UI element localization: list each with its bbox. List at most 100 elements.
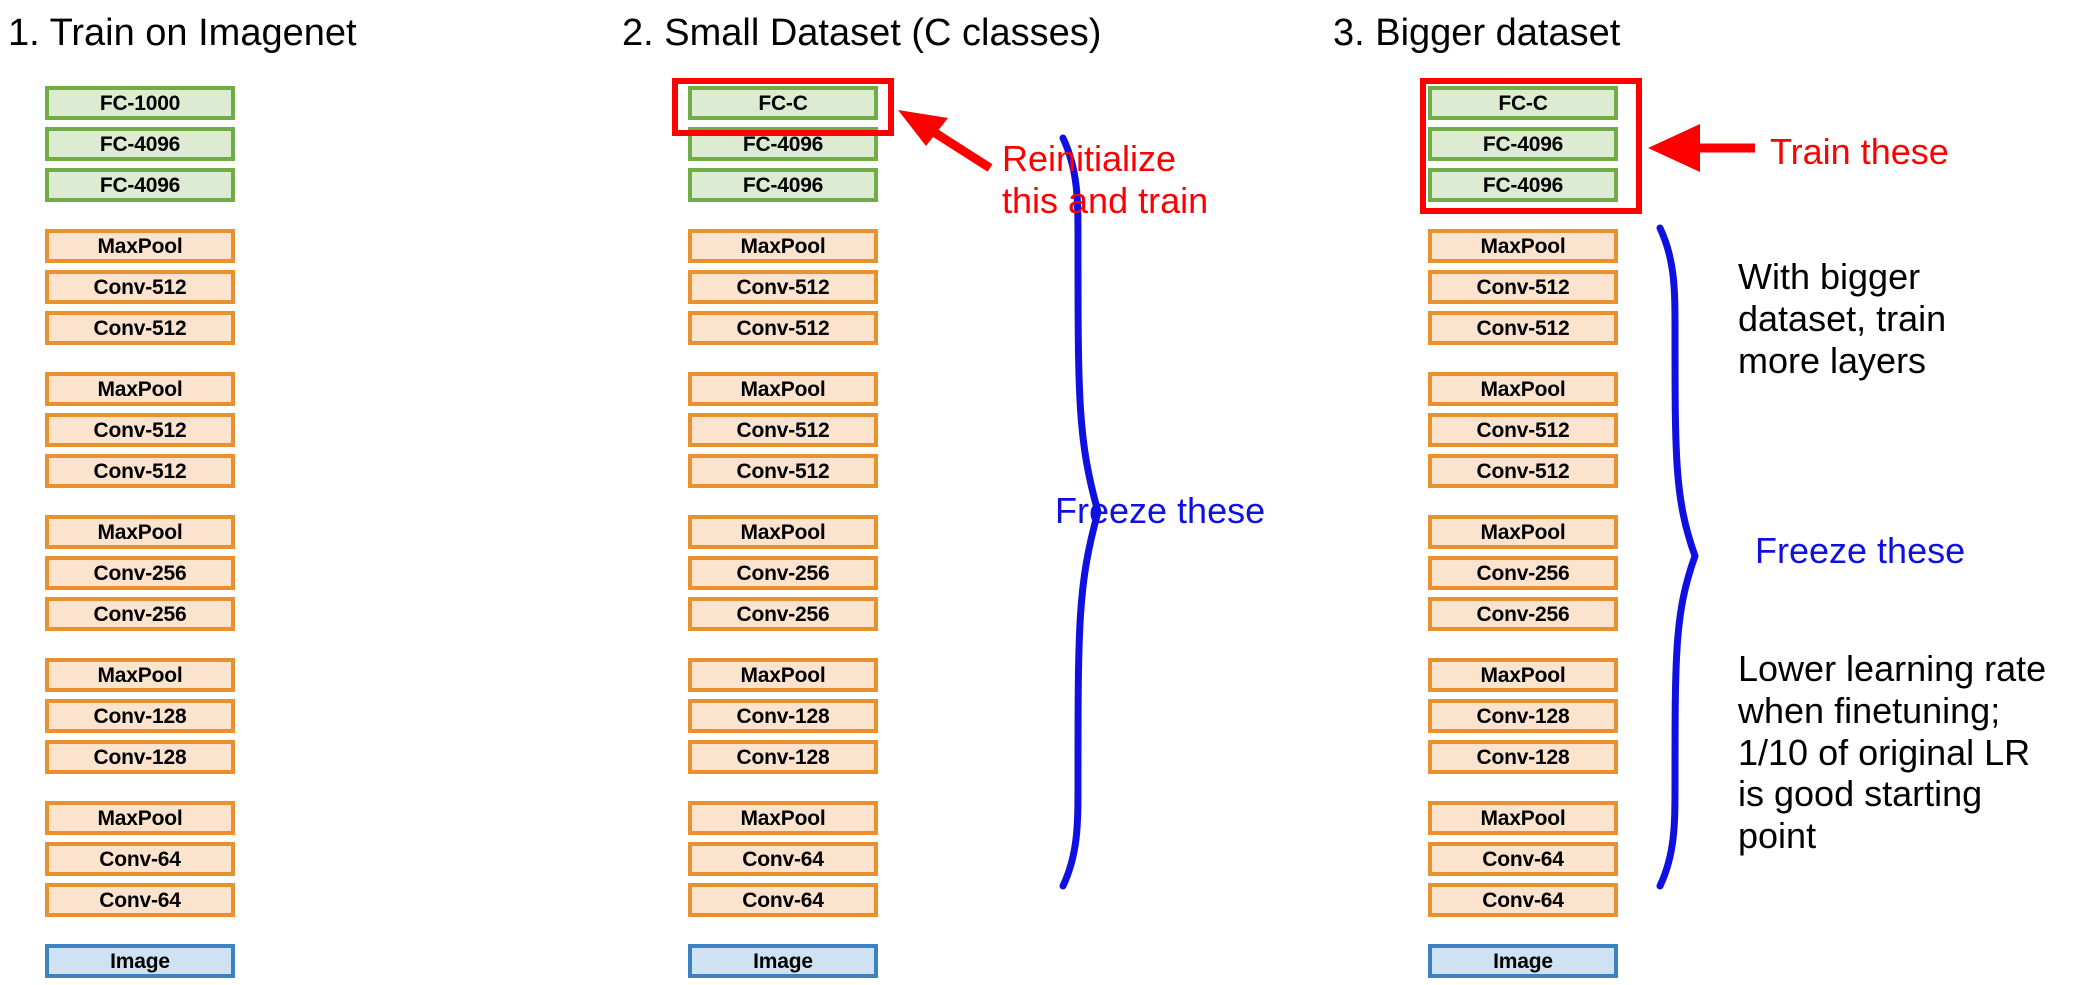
layer-label: FC-4096 — [1482, 173, 1564, 197]
layer-box-fc-4096: FC-4096 — [45, 168, 235, 202]
layer-box-maxpool: MaxPool — [45, 658, 235, 692]
layer-box-maxpool: MaxPool — [45, 801, 235, 835]
layer-label: Conv-512 — [93, 418, 187, 442]
layer-box-conv-64: Conv-64 — [1428, 883, 1618, 917]
layer-label: MaxPool — [740, 234, 826, 258]
layer-label: Conv-512 — [736, 459, 830, 483]
layer-box-conv-64: Conv-64 — [688, 883, 878, 917]
layer-box-fc-4096: FC-4096 — [45, 127, 235, 161]
red-highlight-box-column-2 — [672, 78, 894, 136]
layer-label: MaxPool — [740, 806, 826, 830]
layer-box-conv-128: Conv-128 — [45, 740, 235, 774]
annotation-freeze-these-column-2: Freeze these — [1055, 490, 1266, 531]
layer-box-maxpool: MaxPool — [1428, 801, 1618, 835]
layer-label: MaxPool — [1480, 663, 1566, 687]
column-2-title: 2. Small Dataset (C classes) — [622, 12, 1102, 54]
annotation-lower-learning-rate: Lower learning rate when finetuning; 1/1… — [1738, 648, 2047, 856]
layer-label: FC-4096 — [99, 132, 181, 156]
layer-label: MaxPool — [97, 377, 183, 401]
layer-box-maxpool: MaxPool — [1428, 372, 1618, 406]
layer-box-maxpool: MaxPool — [688, 801, 878, 835]
layer-box-image: Image — [45, 944, 235, 978]
layer-box-fc-c: FC-C — [1428, 86, 1618, 120]
slide-canvas: 1. Train on Imagenet 2. Small Dataset (C… — [8, 12, 2047, 978]
layer-label: Conv-128 — [736, 745, 830, 769]
layer-label: FC-4096 — [1482, 132, 1564, 156]
layer-label: FC-1000 — [99, 91, 181, 115]
layer-box-conv-512: Conv-512 — [45, 270, 235, 304]
layer-box-conv-512: Conv-512 — [45, 454, 235, 488]
layer-box-maxpool: MaxPool — [688, 229, 878, 263]
layer-label: MaxPool — [97, 806, 183, 830]
layer-box-conv-256: Conv-256 — [688, 556, 878, 590]
layer-label: MaxPool — [740, 520, 826, 544]
layer-label: Conv-64 — [742, 888, 824, 912]
layer-box-maxpool: MaxPool — [688, 515, 878, 549]
layer-label: MaxPool — [97, 234, 183, 258]
layer-label: Conv-512 — [736, 316, 830, 340]
layer-box-conv-64: Conv-64 — [688, 842, 878, 876]
layer-box-conv-128: Conv-128 — [1428, 699, 1618, 733]
layer-box-maxpool: MaxPool — [45, 229, 235, 263]
layer-label: FC-4096 — [742, 173, 824, 197]
layer-box-conv-128: Conv-128 — [1428, 740, 1618, 774]
layer-box-maxpool: MaxPool — [45, 515, 235, 549]
layer-label: FC-C — [758, 91, 808, 115]
annotation-freeze-these-column-3: Freeze these — [1755, 530, 1966, 571]
annotation-reinitialize: Reinitialize this and train — [1002, 138, 1209, 221]
layer-box-conv-512: Conv-512 — [1428, 454, 1618, 488]
layer-box-conv-512: Conv-512 — [1428, 311, 1618, 345]
layer-box-conv-512: Conv-512 — [688, 270, 878, 304]
layer-box-conv-512: Conv-512 — [1428, 413, 1618, 447]
layer-label: Conv-256 — [1476, 602, 1570, 626]
layer-box-fc-4096: FC-4096 — [1428, 127, 1618, 161]
layer-label: MaxPool — [740, 663, 826, 687]
layer-box-conv-512: Conv-512 — [688, 413, 878, 447]
layer-label: Conv-512 — [1476, 459, 1570, 483]
layer-label: Image — [753, 949, 813, 973]
layer-box-conv-256: Conv-256 — [1428, 597, 1618, 631]
layer-label: Conv-512 — [1476, 316, 1570, 340]
layer-label: Conv-128 — [1476, 704, 1570, 728]
annotation-with-bigger-dataset: With bigger dataset, train more layers — [1738, 256, 1947, 381]
layer-label: Conv-256 — [736, 561, 830, 585]
layer-box-fc-4096: FC-4096 — [688, 168, 878, 202]
layer-box-conv-512: Conv-512 — [1428, 270, 1618, 304]
layer-label: Image — [110, 949, 170, 973]
layer-label: FC-4096 — [742, 132, 824, 156]
layer-label: Image — [1493, 949, 1553, 973]
layer-label: Conv-64 — [99, 847, 181, 871]
layer-label: FC-C — [1498, 91, 1548, 115]
layer-box-image: Image — [1428, 944, 1618, 978]
layer-box-conv-256: Conv-256 — [45, 556, 235, 590]
layer-label: Conv-256 — [1476, 561, 1570, 585]
layer-label: Conv-512 — [1476, 275, 1570, 299]
layer-label: MaxPool — [1480, 377, 1566, 401]
layer-label: Conv-512 — [736, 275, 830, 299]
layer-box-conv-64: Conv-64 — [45, 842, 235, 876]
layer-label: Conv-256 — [736, 602, 830, 626]
layer-box-maxpool: MaxPool — [45, 372, 235, 406]
layer-label: MaxPool — [1480, 806, 1566, 830]
layer-box-conv-64: Conv-64 — [45, 883, 235, 917]
layer-label: Conv-64 — [742, 847, 824, 871]
layer-box-maxpool: MaxPool — [688, 658, 878, 692]
layer-label: Conv-256 — [93, 602, 187, 626]
layer-label: MaxPool — [97, 663, 183, 687]
layer-label: FC-4096 — [99, 173, 181, 197]
layer-box-image: Image — [688, 944, 878, 978]
layer-box-conv-128: Conv-128 — [45, 699, 235, 733]
layer-box-fc-1000: FC-1000 — [45, 86, 235, 120]
column-3-title: 3. Bigger dataset — [1333, 12, 1621, 54]
column-1-title: 1. Train on Imagenet — [8, 12, 357, 54]
layer-box-fc-c: FC-C — [688, 86, 878, 120]
layer-box-conv-256: Conv-256 — [1428, 556, 1618, 590]
layer-label: MaxPool — [740, 377, 826, 401]
layer-label: Conv-512 — [93, 459, 187, 483]
layer-label: Conv-128 — [93, 745, 187, 769]
layer-label: Conv-256 — [93, 561, 187, 585]
layer-label: MaxPool — [97, 520, 183, 544]
